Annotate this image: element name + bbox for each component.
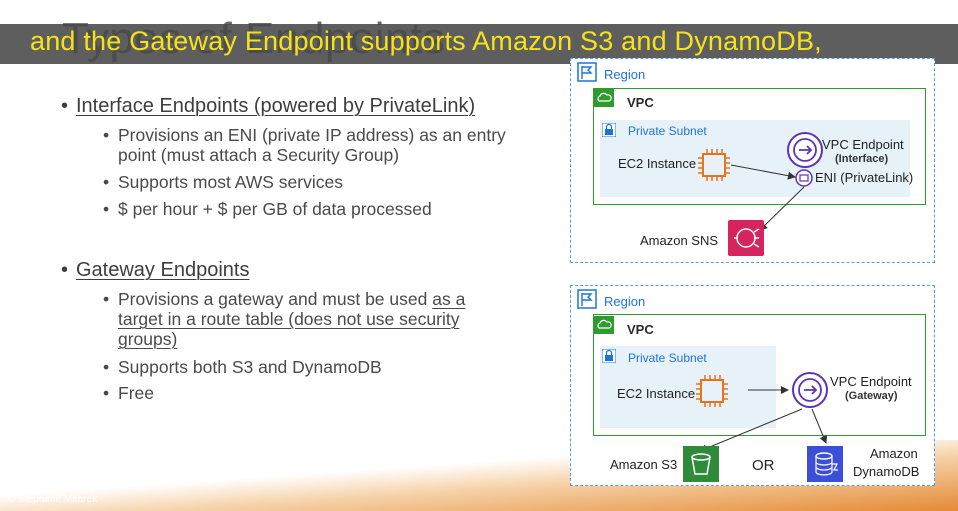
ec2-label: EC2 Instance — [618, 156, 697, 171]
bullet-text-underlined: groups) — [118, 329, 178, 349]
vpc-label: VPC — [627, 322, 654, 337]
vpc-endpoint-icon — [792, 372, 828, 408]
bullet-dot: • — [103, 357, 110, 377]
bullet-text: $ per hour + $ per GB of data processed — [118, 199, 432, 219]
or-label: OR — [752, 457, 775, 474]
bullet-text: Supports both S3 and DynamoDB — [118, 357, 382, 377]
bullet-dot: • — [103, 383, 110, 403]
bullet-text: Supports most AWS services — [118, 172, 343, 192]
bullet-text: Free — [118, 383, 154, 403]
subnet-label: Private Subnet — [628, 124, 707, 138]
bullet-text: Provisions a gateway and must be used — [118, 289, 433, 309]
gateway-arrows — [699, 386, 828, 453]
s3-bucket-icon — [683, 446, 719, 482]
ec2-chip-icon — [696, 375, 728, 407]
interface-heading: Interface Endpoints (powered by PrivateL… — [76, 95, 476, 117]
sub-bullet: • Free — [103, 383, 154, 403]
sub-bullet: • Provisions a gateway and must be used … — [103, 289, 466, 349]
eni-label: ENI (PrivateLink) — [815, 170, 914, 185]
lock-icon — [602, 123, 616, 137]
dynamodb-icon — [807, 446, 843, 482]
region-flag-icon — [577, 62, 597, 82]
bullet-gateway-endpoints: • Gateway Endpoints — [61, 259, 250, 282]
interface-arrows — [730, 164, 805, 231]
private-subnet-interface — [600, 120, 910, 197]
bullet-dot: • — [103, 125, 110, 145]
vpc-endpoint-icon — [787, 132, 823, 168]
dynamodb-label-line1: Amazon — [870, 446, 918, 461]
subnet-label: Private Subnet — [628, 351, 707, 365]
vpc-cloud-icon — [594, 89, 614, 107]
bullet-interface-endpoints: • Interface Endpoints (powered by Privat… — [61, 95, 476, 118]
gateway-heading: Gateway Endpoints — [76, 259, 250, 281]
s3-label: Amazon S3 — [610, 457, 678, 472]
endpoint-type: (Interface) — [835, 153, 889, 165]
bullet-dot: • — [103, 172, 110, 192]
sns-icon — [728, 220, 764, 256]
bullet-text-underlined: as a — [432, 289, 466, 309]
lock-icon — [602, 349, 616, 363]
vpc-label: VPC — [627, 95, 654, 110]
region-label: Region — [604, 294, 646, 309]
bullet-dot: • — [103, 289, 110, 309]
sub-bullet: • $ per hour + $ per GB of data processe… — [103, 199, 432, 219]
endpoint-type: (Gateway) — [845, 390, 898, 402]
caption-text: and the Gateway Endpoint supports Amazon… — [30, 26, 822, 56]
ec2-chip-icon — [698, 149, 730, 181]
private-subnet-gateway — [600, 346, 776, 428]
dynamodb-label-line2: DynamoDB — [853, 464, 920, 479]
sub-bullet: • Supports most AWS services — [103, 172, 343, 192]
bullet-text: Provisions an ENI (private IP address) a… — [118, 125, 506, 145]
bullet-text: point (must attach a Security Group) — [118, 145, 400, 165]
bullet-dot: • — [103, 199, 110, 219]
caption-bar — [0, 24, 958, 64]
eni-icon — [795, 169, 813, 187]
bullet-dot: • — [61, 95, 69, 117]
sub-bullet: • Supports both S3 and DynamoDB — [103, 357, 382, 377]
sns-label: Amazon SNS — [640, 233, 719, 248]
region-flag-icon — [577, 289, 597, 309]
footer-copyright: © Stephane Maarek — [8, 494, 98, 505]
region-label: Region — [604, 67, 646, 82]
vpc-cloud-icon — [594, 316, 614, 334]
sub-bullet: • Provisions an ENI (private IP address)… — [103, 125, 506, 165]
ec2-label: EC2 Instance — [617, 386, 696, 401]
endpoint-label: VPC Endpoint — [830, 374, 912, 389]
endpoint-label: VPC Endpoint — [822, 137, 904, 152]
bullet-text-underlined: target in a route table (does not use se… — [118, 309, 460, 329]
bullet-dot: • — [61, 259, 69, 281]
